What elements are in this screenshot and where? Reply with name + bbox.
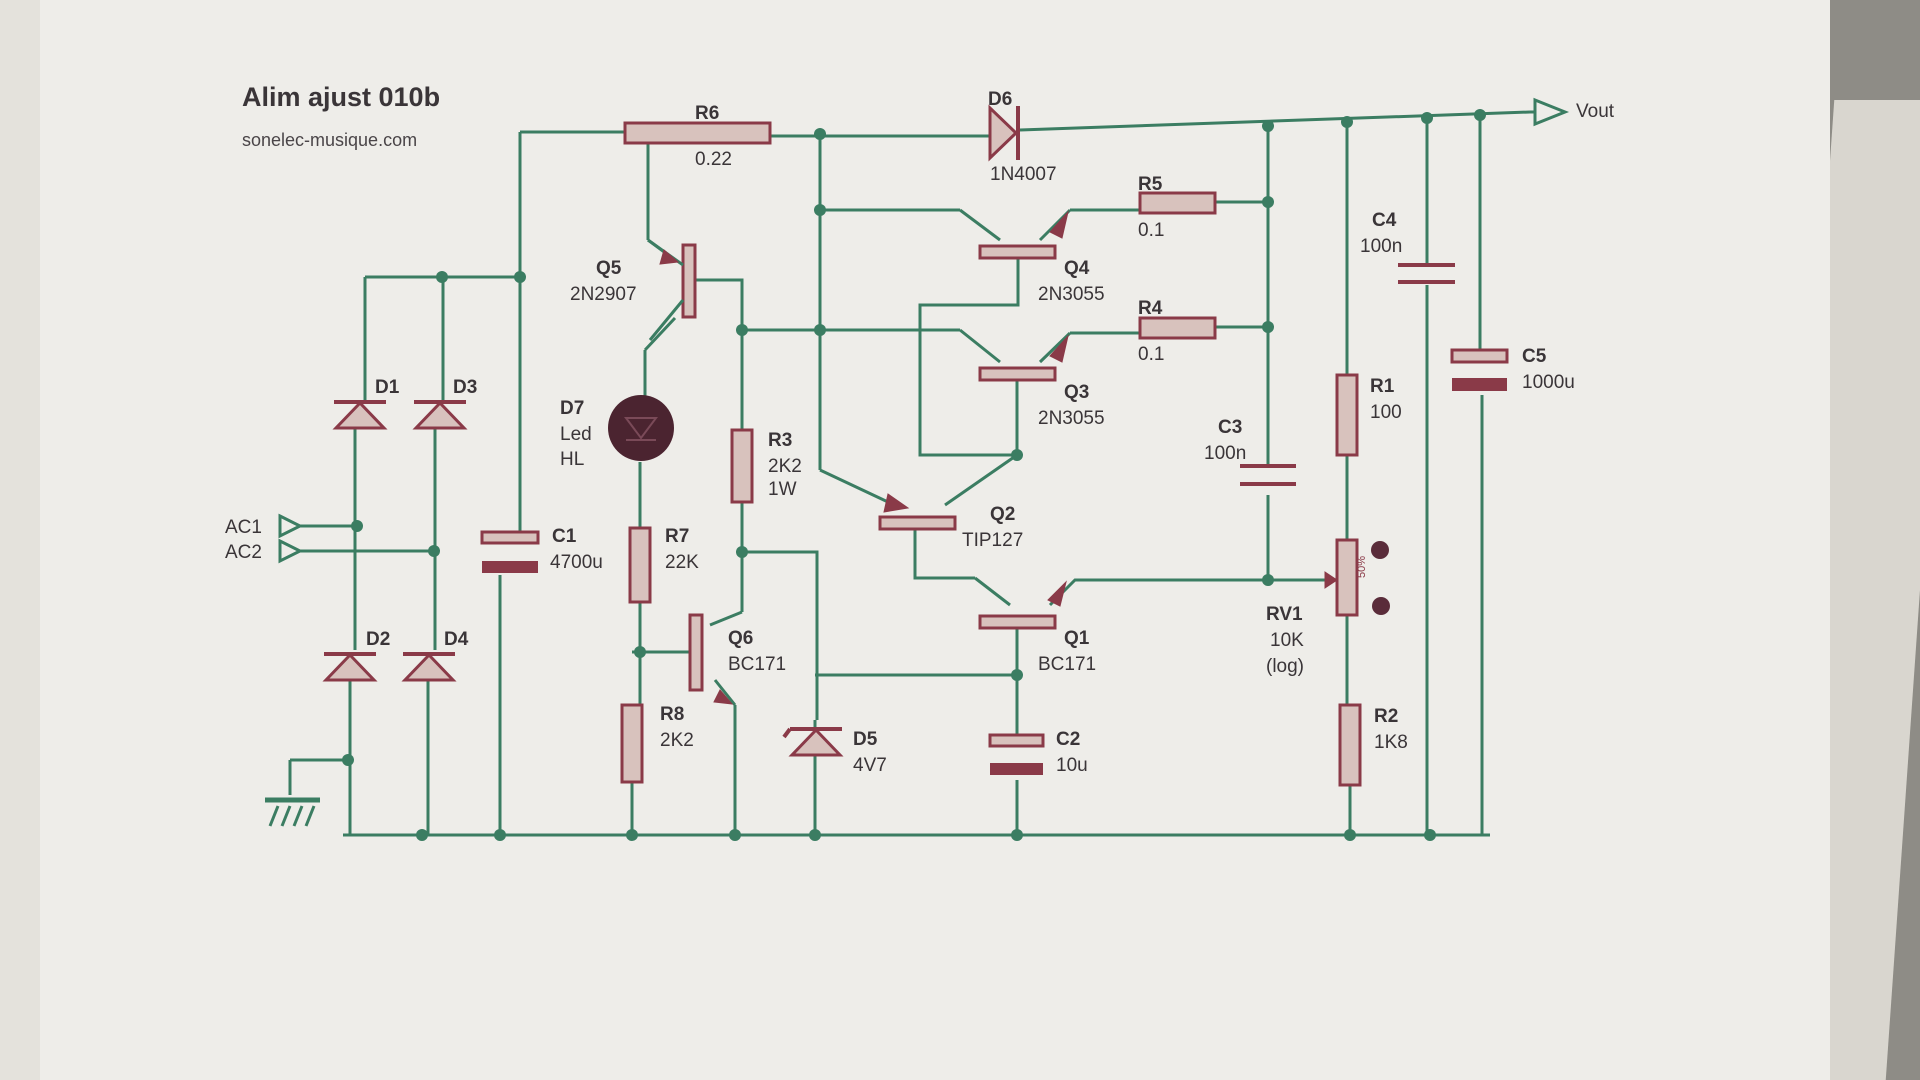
q3-value: 2N3055 [1038,408,1105,429]
d7-value2: HL [560,449,584,470]
r2-value: 1K8 [1374,732,1408,753]
d4-ref: D4 [444,629,469,650]
q6-value: BC171 [728,654,786,675]
diode-d4 [401,652,457,682]
led-d7 [608,395,674,461]
potentiometer-rv1: 50% [1324,538,1390,617]
c4-value: 100n [1360,236,1402,257]
q1-value: BC171 [1038,654,1096,675]
r5-value: 0.1 [1138,220,1164,241]
r1-value: 100 [1370,402,1402,423]
wires [288,110,1531,837]
r4-ref: R4 [1138,298,1163,319]
q4-value: 2N3055 [1038,284,1105,305]
resistor-r8 [620,703,644,784]
r1-ref: R1 [1370,376,1395,397]
rv1-value: 10K [1270,630,1304,651]
d3-ref: D3 [453,377,477,398]
c1-ref: C1 [552,526,577,547]
diode-d1 [332,400,388,430]
pot-position-mark: 50% [1356,556,1368,578]
resistor-r4 [1138,316,1217,340]
d1-ref: D1 [375,377,400,398]
transistor-q1 [978,580,1067,630]
r3-ref: R3 [768,430,792,451]
resistor-r2 [1338,703,1362,787]
diode-d3 [412,400,468,430]
d6-value: 1N4007 [990,164,1057,185]
transistor-q2 [878,493,957,531]
q6-ref: Q6 [728,628,753,649]
d7-ref: D7 [560,398,584,419]
c2-ref: C2 [1056,729,1080,750]
diode-d6 [988,104,1020,162]
rv1-ref: RV1 [1266,604,1303,625]
r4-value: 0.1 [1138,344,1164,365]
c1-value: 4700u [550,552,603,573]
diode-d2 [322,652,378,682]
zener-d5 [782,727,844,757]
resistor-r6 [623,121,772,145]
r8-value: 2K2 [660,730,694,751]
capacitor-c4 [1398,263,1455,284]
c4-ref: C4 [1372,210,1397,231]
d2-ref: D2 [366,629,390,650]
r6-ref: R6 [695,103,719,124]
resistor-r1 [1335,373,1359,457]
r2-ref: R2 [1374,706,1398,727]
resistor-r5 [1138,191,1217,215]
q1-ref: Q1 [1064,628,1090,649]
r7-ref: R7 [665,526,689,547]
c3-value: 100n [1204,443,1246,464]
vout-label: Vout [1576,101,1615,122]
capacitor-c3 [1240,464,1296,486]
q2-ref: Q2 [990,504,1015,525]
c5-ref: C5 [1522,346,1547,367]
junction-dots [342,109,1486,841]
d7-value: Led [560,424,592,445]
rv1-value2: (log) [1266,656,1304,677]
schematic-sheet [40,0,1830,1080]
r3-value2: 1W [768,479,797,500]
website-label: sonelec-musique.com [242,130,417,150]
transistor-q6 [688,613,734,705]
q3-ref: Q3 [1064,382,1089,403]
d5-value: 4V7 [853,755,887,776]
resistor-r7 [628,526,652,604]
q5-value: 2N2907 [570,284,637,305]
c2-value: 10u [1056,755,1088,776]
capacitor-c1 [480,530,540,573]
resistor-r3 [730,428,754,504]
vout-terminal [1530,97,1570,127]
r5-ref: R5 [1138,174,1163,195]
ac-input-terminals [278,513,304,564]
d5-ref: D5 [853,729,878,750]
diagram-title: Alim ajust 010b [242,82,440,112]
transistor-q3 [978,334,1069,382]
r3-value: 2K2 [768,456,802,477]
r6-value: 0.22 [695,149,732,170]
q2-value: TIP127 [962,530,1023,551]
c5-value: 1000u [1522,372,1575,393]
capacitor-c5 [1450,348,1509,391]
capacitor-c2 [988,733,1045,775]
r7-value: 22K [665,552,699,573]
d6-ref: D6 [988,89,1012,110]
transistor-q4 [978,210,1069,260]
ground-symbol [265,797,320,827]
q5-ref: Q5 [596,258,622,279]
c3-ref: C3 [1218,417,1242,438]
q4-ref: Q4 [1064,258,1090,279]
transistor-q5 [647,238,697,341]
ac1-label: AC1 [225,517,262,538]
ac2-label: AC2 [225,542,262,563]
r8-ref: R8 [660,704,684,725]
